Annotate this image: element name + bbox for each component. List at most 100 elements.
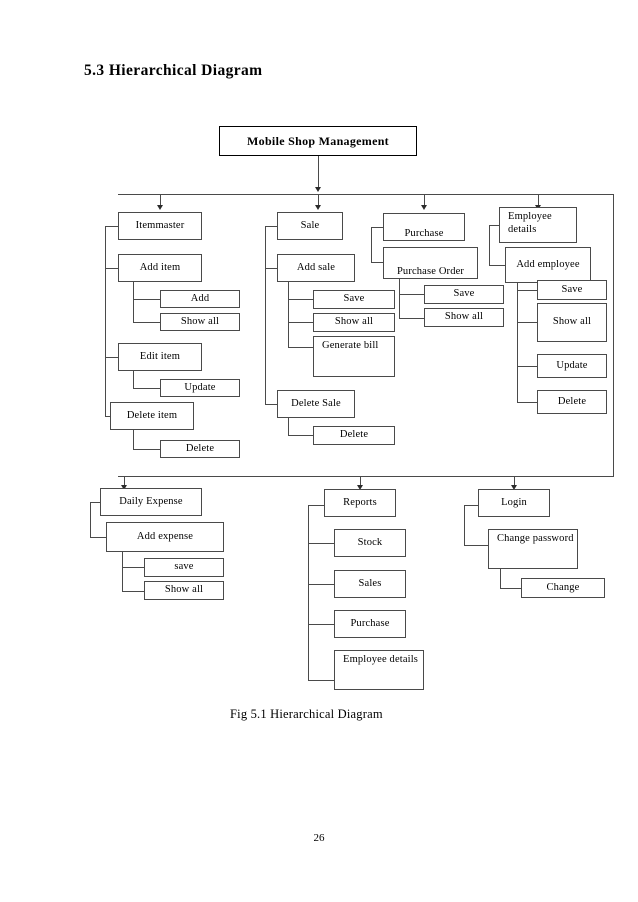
connector-deletesale-delete [288, 435, 313, 436]
connector-col5-daily-expense [90, 502, 100, 503]
connector-purchaseorder-showall [399, 318, 424, 319]
node-purchase-order[interactable]: Purchase Order [383, 247, 478, 279]
connector-addexpense-spine [122, 552, 123, 591]
node-purchase[interactable]: Purchase [383, 213, 465, 241]
connector-addemployee-delete [517, 402, 537, 403]
connector-additem-add [133, 299, 160, 300]
connector-col1-spine [105, 226, 106, 416]
connector-reports-stock [308, 543, 334, 544]
connector-col5-spine [90, 502, 91, 537]
connector-col4-add-employee [489, 265, 505, 266]
connector-addexpense-showall [122, 591, 144, 592]
connector-purchaseorder-save [399, 294, 424, 295]
node-sale[interactable]: Sale [277, 212, 343, 240]
node-delete-item-delete[interactable]: Delete [160, 440, 240, 458]
connector-deleteitem-spine [133, 430, 134, 449]
connector-col2-sale [265, 226, 277, 227]
connector-col4-employee-details [489, 225, 499, 226]
connector-addexpense-save [122, 567, 144, 568]
node-add-sale-generate-bill[interactable]: Generate bill [313, 336, 395, 377]
node-daily-expense[interactable]: Daily Expense [100, 488, 202, 516]
node-purchase-showall[interactable]: Show all [424, 308, 504, 327]
connector-bus-to-sale [318, 194, 319, 207]
connector-deletesale-spine [288, 418, 289, 435]
arrowhead-daily-expense [121, 485, 127, 490]
connector-changepassword-spine [500, 569, 501, 588]
connector-reports-purchase [308, 624, 334, 625]
node-add-sale-save[interactable]: Save [313, 290, 395, 309]
connector-col5-add-expense [90, 537, 106, 538]
node-login-change[interactable]: Change [521, 578, 605, 598]
node-add-item[interactable]: Add item [118, 254, 202, 282]
connector-edititem-update [133, 388, 160, 389]
connector-col2-spine [265, 226, 266, 404]
node-change-password[interactable]: Change password [488, 529, 578, 569]
figure-caption: Fig 5.1 Hierarchical Diagram [230, 707, 383, 721]
node-add-sale-showall[interactable]: Show all [313, 313, 395, 332]
arrowhead-login [511, 485, 517, 490]
node-mobile-shop-management[interactable]: Mobile Shop Management [219, 126, 417, 156]
node-delete-sale[interactable]: Delete Sale [277, 390, 355, 418]
connector-additem-showall [133, 322, 160, 323]
connector-addemployee-showall [517, 322, 537, 323]
connector-reports-employee [308, 680, 334, 681]
node-itemmaster[interactable]: Itemmaster [118, 212, 202, 240]
connector-reports-sales [308, 584, 334, 585]
node-reports[interactable]: Reports [324, 489, 396, 517]
connector-col1-itemmaster [105, 226, 118, 227]
connector-deleteitem-delete [133, 449, 160, 450]
connector-addsale-showall [288, 322, 313, 323]
arrowhead-sale [315, 205, 321, 210]
connector-col2-delete-sale [265, 404, 277, 405]
connector-col1-edit-item [105, 357, 118, 358]
node-add-item-add[interactable]: Add [160, 290, 240, 308]
node-purchase-save[interactable]: Save [424, 285, 504, 304]
connector-frame-right [613, 194, 614, 477]
connector-addsale-save [288, 299, 313, 300]
node-add-expense-save[interactable]: save [144, 558, 224, 577]
node-reports-stock[interactable]: Stock [334, 529, 406, 557]
node-delete-item[interactable]: Delete item [110, 402, 194, 430]
page-number: 26 [313, 832, 325, 844]
node-employee-details[interactable]: Employee details [499, 207, 577, 243]
node-employee-update[interactable]: Update [537, 354, 607, 378]
connector-login-root [464, 505, 478, 506]
connector-top-bus [118, 194, 613, 195]
connector-bus-to-login [514, 476, 515, 487]
node-add-expense[interactable]: Add expense [106, 522, 224, 552]
connector-bus-to-employee [538, 194, 539, 207]
node-delete-sale-delete[interactable]: Delete [313, 426, 395, 445]
node-employee-showall[interactable]: Show all [537, 303, 607, 342]
connector-edititem-spine [133, 371, 134, 388]
node-login[interactable]: Login [478, 489, 550, 517]
hierarchical-diagram: Mobile Shop Management Itemmaster Add it… [90, 126, 614, 690]
section-heading: 5.3 Hierarchical Diagram [84, 62, 263, 79]
connector-bus-to-daily-expense [124, 476, 125, 487]
node-reports-sales[interactable]: Sales [334, 570, 406, 598]
node-add-sale[interactable]: Add sale [277, 254, 355, 282]
connector-login-spine [464, 505, 465, 545]
connector-col3-purchase-order [371, 262, 383, 263]
node-employee-save[interactable]: Save [537, 280, 607, 300]
connector-col1-add-item [105, 268, 118, 269]
node-reports-employee-details[interactable]: Employee details [334, 650, 424, 690]
arrowhead-itemmaster [157, 205, 163, 210]
node-edit-item[interactable]: Edit item [118, 343, 202, 371]
node-add-item-showall[interactable]: Show all [160, 313, 240, 331]
node-add-employee[interactable]: Add employee [505, 247, 591, 283]
connector-reports-root [308, 505, 324, 506]
arrowhead-root-to-bus [315, 187, 321, 192]
node-employee-delete[interactable]: Delete [537, 390, 607, 414]
node-add-expense-showall[interactable]: Show all [144, 581, 224, 600]
connector-addemployee-save [517, 290, 537, 291]
connector-login-change-password [464, 545, 488, 546]
node-edit-item-update[interactable]: Update [160, 379, 240, 397]
connector-lower-bus [118, 476, 613, 477]
connector-col3-spine [371, 227, 372, 262]
connector-root-stem [318, 156, 319, 189]
connector-purchaseorder-spine [399, 279, 400, 318]
arrowhead-purchase [421, 205, 427, 210]
connector-addemployee-update [517, 366, 537, 367]
node-reports-purchase[interactable]: Purchase [334, 610, 406, 638]
